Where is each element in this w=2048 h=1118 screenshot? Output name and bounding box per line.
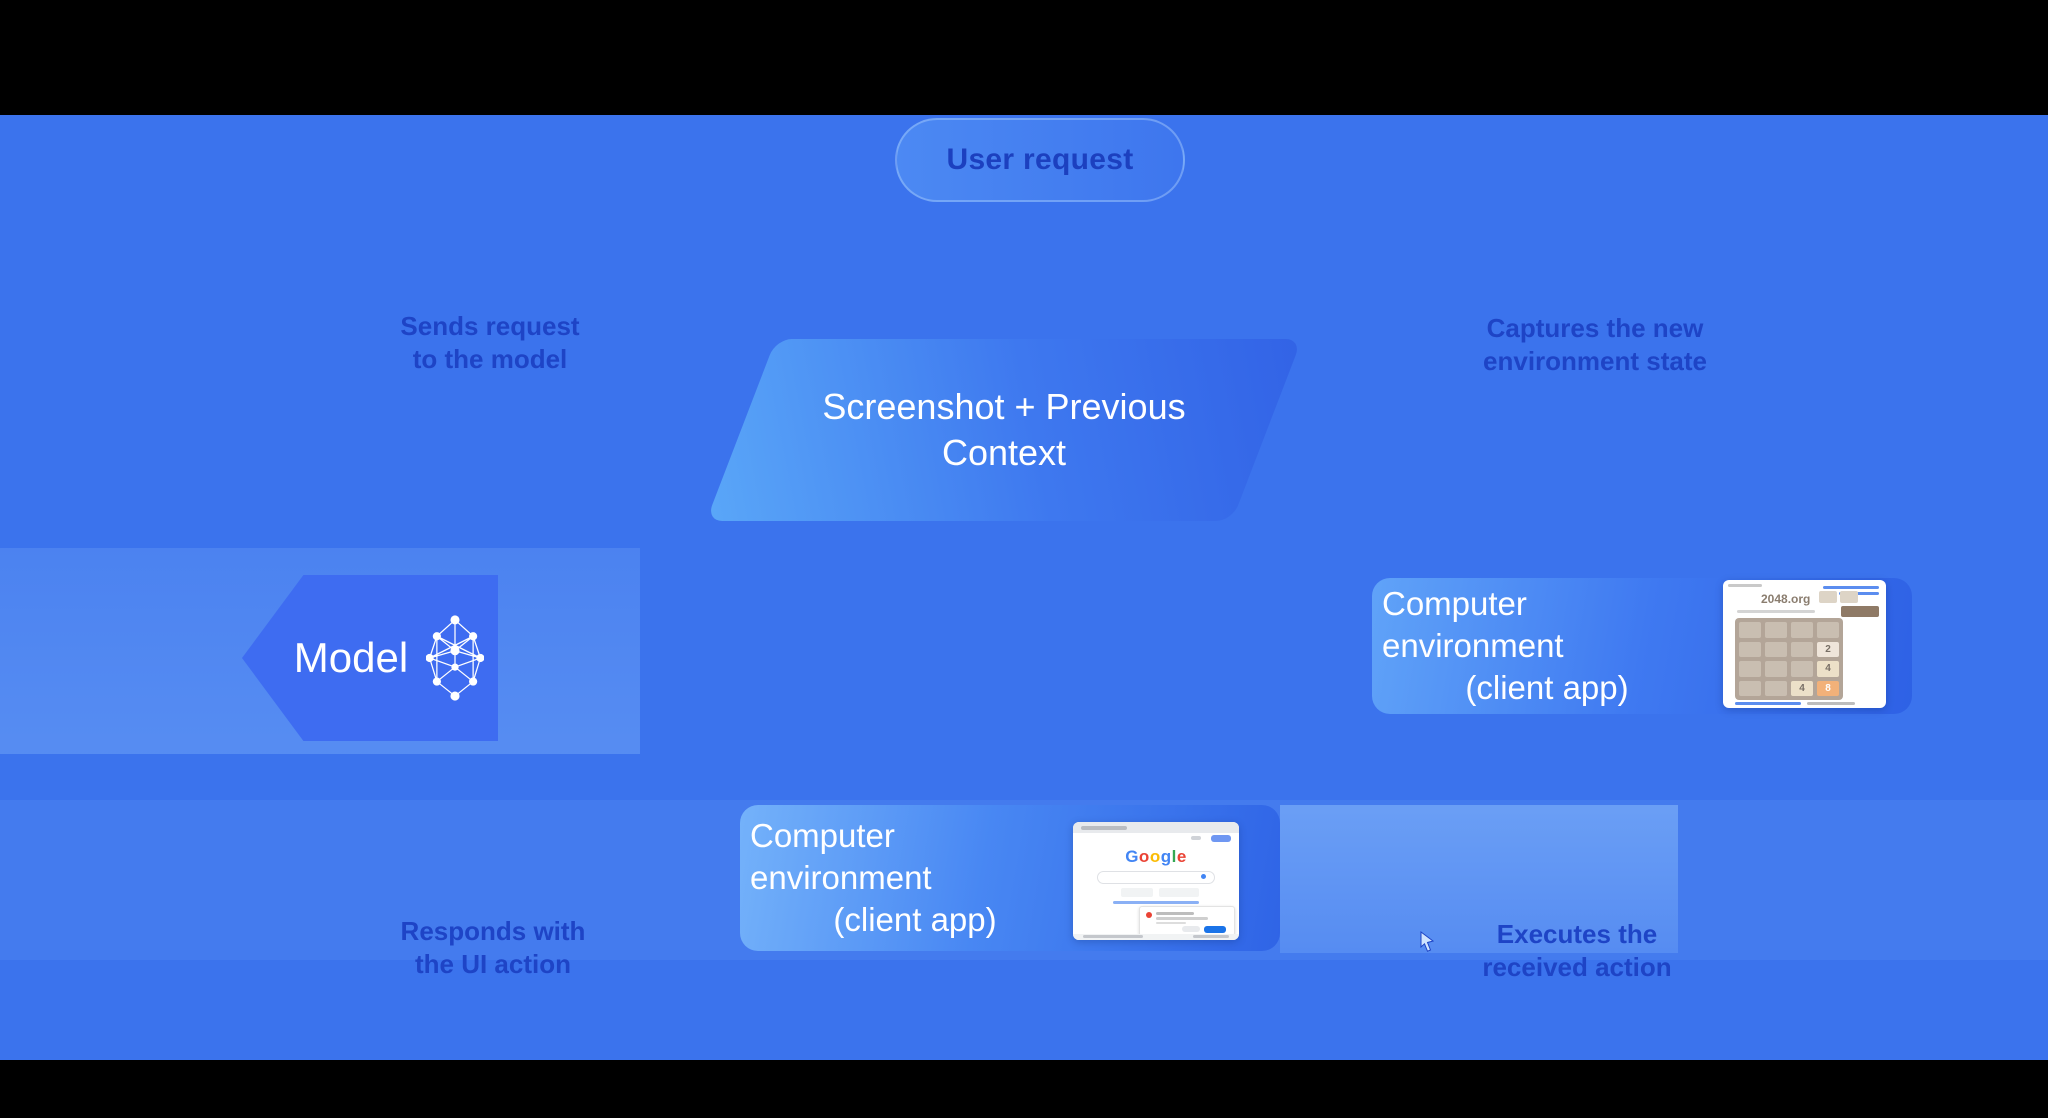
edge-label-line: the UI action bbox=[414, 949, 571, 979]
grid-cell bbox=[1765, 641, 1787, 657]
grid-cell bbox=[1765, 661, 1787, 677]
logo-letter: G bbox=[1125, 847, 1139, 866]
footer-strip bbox=[1073, 934, 1239, 940]
edge-label-sends-request: Sends request to the model bbox=[360, 310, 620, 376]
edge-label-line: environment state bbox=[1483, 346, 1707, 376]
nav-text-bar bbox=[1191, 836, 1201, 840]
grid-cell bbox=[1739, 641, 1761, 657]
site-title: 2048.org bbox=[1761, 592, 1811, 606]
game-grid: 2 4 4 8 bbox=[1735, 618, 1843, 700]
edge-label-line: received action bbox=[1482, 952, 1672, 982]
link-bar bbox=[1839, 592, 1879, 595]
computer-environment-box-bottom: Computer environment (client app) Google bbox=[740, 805, 1280, 951]
grid-cell bbox=[1739, 680, 1761, 696]
search-box bbox=[1097, 871, 1215, 884]
score-box bbox=[1819, 591, 1837, 603]
score-box bbox=[1840, 591, 1858, 603]
tile-2: 2 bbox=[1817, 641, 1839, 657]
grid-cell bbox=[1791, 641, 1813, 657]
dialog-text-bar bbox=[1156, 917, 1208, 920]
search-button bbox=[1121, 888, 1153, 897]
language-link-bar bbox=[1113, 901, 1199, 904]
edge-label-line: to the model bbox=[412, 344, 568, 374]
tile-4: 4 bbox=[1791, 680, 1813, 696]
grid-cell bbox=[1791, 622, 1813, 638]
logo-letter: e bbox=[1176, 847, 1187, 866]
footer-links-bar bbox=[1083, 935, 1143, 938]
browser-tab-bar bbox=[1728, 584, 1762, 587]
new-game-button bbox=[1841, 606, 1879, 617]
env-bottom-label-line2: (client app) bbox=[833, 901, 997, 938]
google-logo: Google bbox=[1073, 847, 1239, 867]
browser-chrome-bar bbox=[1073, 822, 1239, 833]
user-request-label: User request bbox=[946, 143, 1134, 176]
screenshot-2048-game: 2048.org 2 4 4 8 bbox=[1723, 580, 1886, 708]
edge-label-captures-state: Captures the new environment state bbox=[1465, 312, 1725, 378]
grid-cell bbox=[1765, 680, 1787, 696]
grid-cell bbox=[1739, 622, 1761, 638]
dialog-icon bbox=[1146, 912, 1152, 918]
user-request-pill: User request bbox=[895, 118, 1185, 202]
dialog-primary-button bbox=[1204, 926, 1226, 933]
edge-label-line: Responds with bbox=[400, 916, 586, 946]
logo-letter: o bbox=[1149, 847, 1161, 866]
grid-cell bbox=[1765, 622, 1787, 638]
address-bar bbox=[1081, 826, 1127, 830]
logo-letter: g bbox=[1160, 847, 1172, 866]
lucky-button bbox=[1159, 888, 1199, 897]
edge-label-responds-action: Responds with the UI action bbox=[368, 915, 618, 981]
tile-4: 4 bbox=[1817, 661, 1839, 677]
footer-link-bar bbox=[1735, 702, 1801, 705]
sign-in-button bbox=[1211, 835, 1231, 842]
context-label-line2: Context bbox=[941, 432, 1067, 473]
edge-label-line: Captures the new bbox=[1486, 313, 1704, 343]
grid-cell bbox=[1791, 661, 1813, 677]
context-label-line1: Screenshot + Previous bbox=[822, 386, 1186, 427]
logo-letter: o bbox=[1138, 847, 1150, 866]
logo-letter: l bbox=[1171, 847, 1177, 866]
env-bottom-label-line1: Computer environment bbox=[750, 817, 932, 896]
dialog-text-bar bbox=[1156, 912, 1194, 915]
grid-cell bbox=[1739, 661, 1761, 677]
dialog-text-bar bbox=[1156, 922, 1186, 924]
model-label: Model bbox=[293, 634, 409, 681]
footer-links-bar bbox=[1193, 935, 1229, 938]
footer-text-bar bbox=[1807, 702, 1855, 705]
env-right-label-line2: (client app) bbox=[1465, 669, 1629, 706]
screenshot-google-home: Google bbox=[1073, 822, 1239, 940]
subtitle-bar bbox=[1737, 610, 1815, 613]
tile-8: 8 bbox=[1817, 680, 1839, 696]
edge-label-line: Sends request bbox=[400, 311, 580, 341]
link-bar bbox=[1823, 586, 1879, 589]
model-arrow-shape: Model bbox=[242, 575, 498, 741]
edge-label-line: Executes the bbox=[1496, 919, 1658, 949]
search-mic-icon bbox=[1201, 874, 1206, 879]
sign-in-dialog bbox=[1139, 906, 1235, 936]
edge-label-executes-action: Executes the received action bbox=[1452, 918, 1702, 984]
cursor-click-icon bbox=[1420, 931, 1435, 952]
neural-network-icon bbox=[426, 615, 485, 701]
dialog-secondary-button bbox=[1182, 926, 1200, 932]
computer-environment-box-right: Computer environment (client app) 2048.o… bbox=[1372, 578, 1912, 714]
grid-cell bbox=[1817, 622, 1839, 638]
env-right-label-line1: Computer environment bbox=[1382, 585, 1564, 664]
context-parallelogram: Screenshot + Previous Context bbox=[706, 339, 1302, 521]
